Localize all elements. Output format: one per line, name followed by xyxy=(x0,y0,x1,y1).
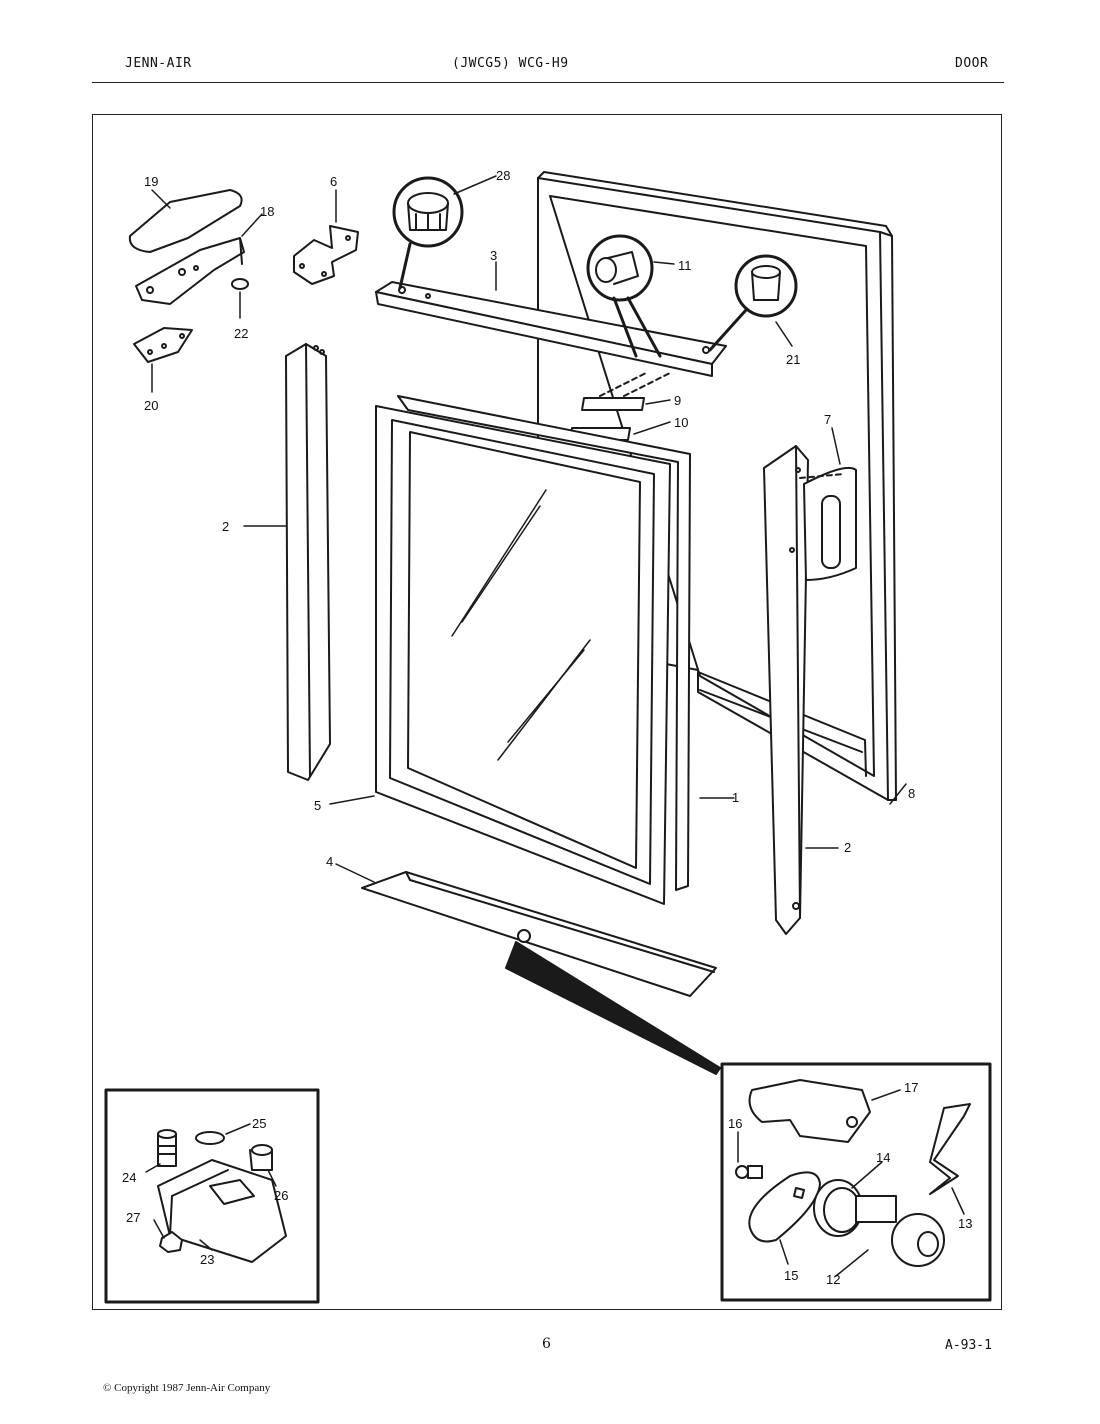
callout-20: 20 xyxy=(144,398,158,413)
callout-26: 26 xyxy=(274,1188,288,1203)
callout-25: 25 xyxy=(252,1116,266,1131)
hinge-bracket xyxy=(293,225,359,285)
lock-inset-leaders xyxy=(737,1089,965,1277)
callout-28: 28 xyxy=(496,168,510,183)
callout-18: 18 xyxy=(260,204,274,219)
callout-27: 27 xyxy=(126,1210,140,1225)
callout-1: 1 xyxy=(732,790,739,805)
copyright-notice: © Copyright 1987 Jenn-Air Company xyxy=(103,1382,271,1394)
callout-14: 14 xyxy=(876,1150,890,1165)
door-handle xyxy=(799,466,857,581)
callout-23: 23 xyxy=(200,1252,214,1267)
leader-lines xyxy=(151,175,907,883)
callout-3: 3 xyxy=(490,248,497,263)
callout-9: 9 xyxy=(674,393,681,408)
bottom-channel xyxy=(361,871,721,1075)
lock-inset-frame xyxy=(720,1062,992,1302)
hinge-inset-leaders xyxy=(145,1123,277,1251)
reference-code: A-93-1 xyxy=(945,1338,992,1353)
callout-8: 8 xyxy=(908,786,915,801)
hinge-inset-frame xyxy=(104,1088,320,1304)
hinge-shim xyxy=(133,327,193,363)
page-number: 6 xyxy=(542,1336,551,1352)
callout-11: 11 xyxy=(678,258,692,273)
callout-13: 13 xyxy=(958,1216,972,1231)
top-channel xyxy=(375,281,727,377)
callout-24: 24 xyxy=(122,1170,136,1185)
callout-labels: 1 2 2 3 4 5 6 7 8 9 10 11 12 13 14 15 16… xyxy=(122,168,972,1287)
callout-16: 16 xyxy=(728,1116,742,1131)
header-rule xyxy=(92,82,1004,83)
callout-2: 2 xyxy=(222,519,229,534)
callout-17: 17 xyxy=(904,1080,918,1095)
callout-19: 19 xyxy=(144,174,158,189)
callout-2: 2 xyxy=(844,840,851,855)
callout-12: 12 xyxy=(826,1272,840,1287)
brand-label: JENN-AIR xyxy=(125,56,192,71)
bushing-detail xyxy=(586,234,662,358)
diagram-frame xyxy=(92,114,1002,1310)
left-side-channel xyxy=(285,343,331,781)
plug-detail xyxy=(392,176,464,290)
right-side-channel xyxy=(763,445,809,935)
model-label: (JWCG5) WCG-H9 xyxy=(452,56,569,71)
callout-4: 4 xyxy=(326,854,333,869)
glass-frame xyxy=(375,395,691,905)
callout-21: 21 xyxy=(786,352,800,367)
top-hinge xyxy=(135,237,245,305)
callout-22: 22 xyxy=(234,326,248,341)
section-label: DOOR xyxy=(955,56,989,71)
washer xyxy=(231,278,249,290)
bottom-hinge-assembly xyxy=(157,1129,287,1263)
callout-10: 10 xyxy=(674,415,688,430)
callout-15: 15 xyxy=(784,1268,798,1283)
callout-6: 6 xyxy=(330,174,337,189)
bushing-detail-2 xyxy=(708,254,798,352)
callout-5: 5 xyxy=(314,798,321,813)
hinge-cover xyxy=(128,189,243,253)
callout-7: 7 xyxy=(824,412,831,427)
lock-assembly xyxy=(735,1079,971,1267)
